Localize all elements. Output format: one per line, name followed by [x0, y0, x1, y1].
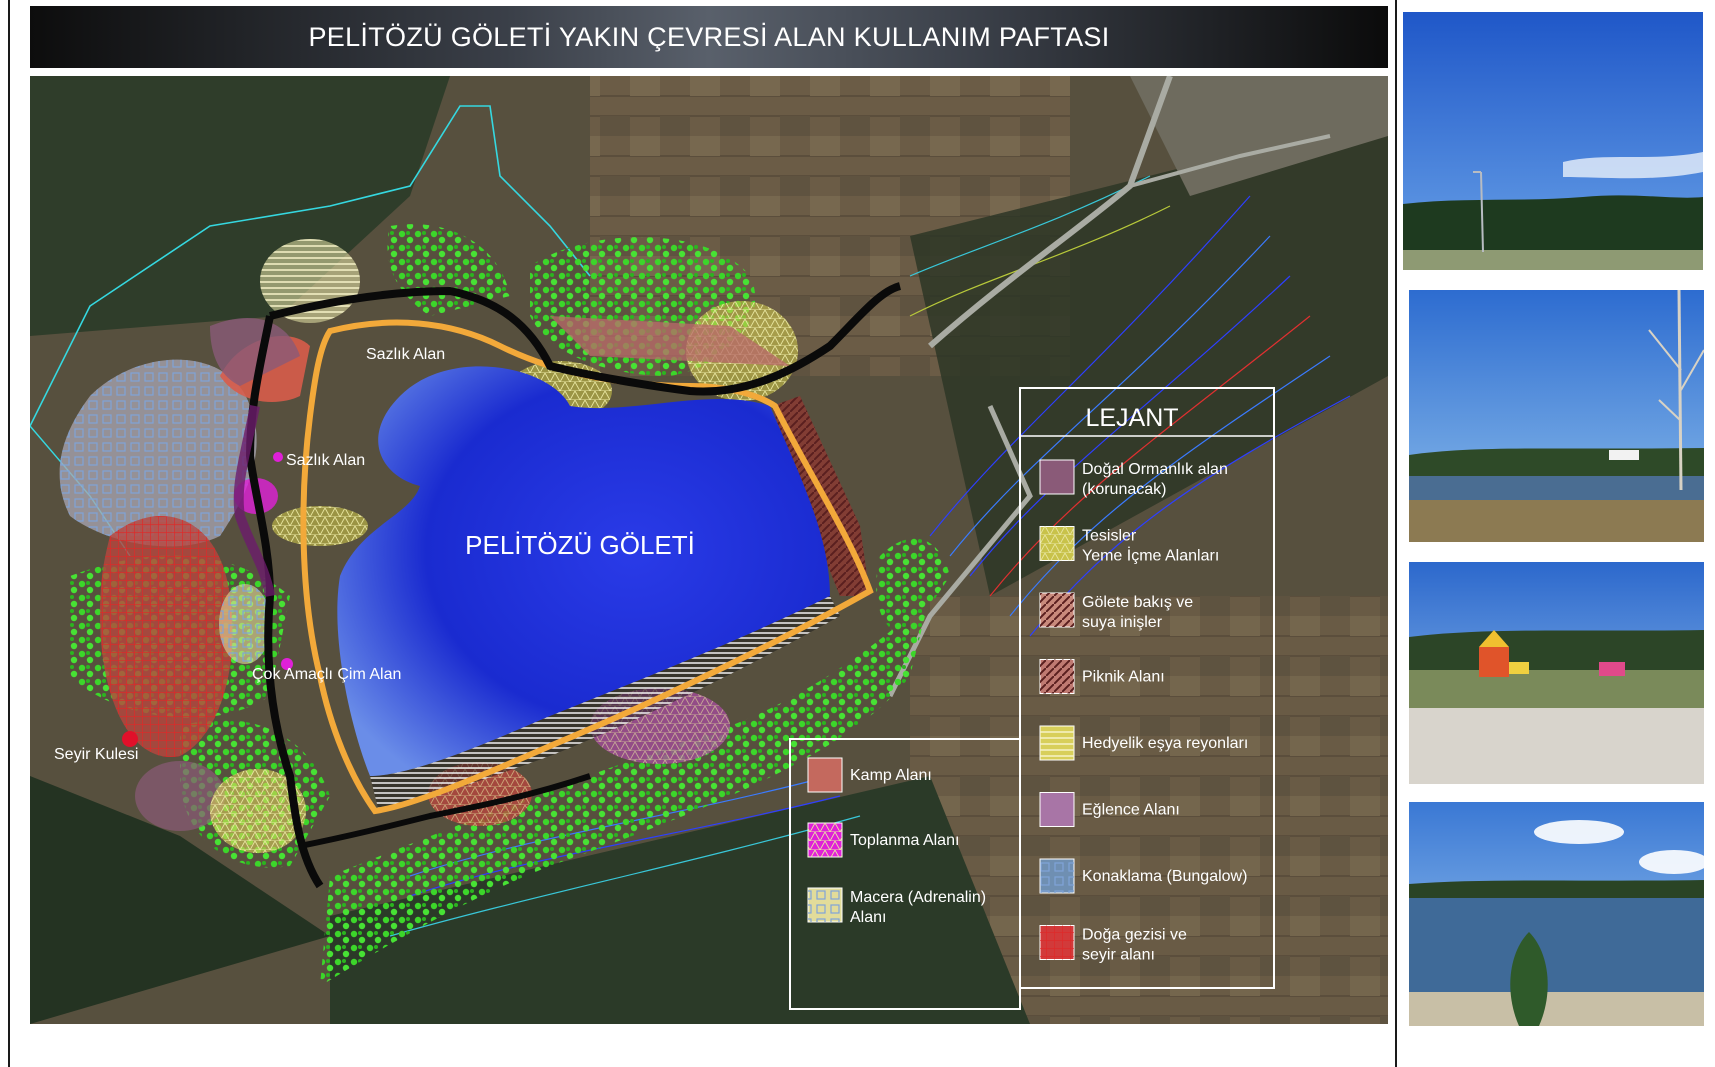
legend-label: Gölete bakış ve — [1082, 594, 1193, 611]
title-bar: PELİTÖZÜ GÖLETİ YAKIN ÇEVRESİ ALAN KULLA… — [30, 6, 1388, 68]
right-legend-item: Gölete bakış ve suya inişler — [1039, 592, 1193, 631]
forest-northwest — [30, 76, 450, 336]
label-sazlik-alan-1: Sazlık Alan — [366, 346, 445, 363]
road-northeast — [1129, 134, 1331, 188]
left-frame-line — [8, 0, 10, 1067]
left-legend-item: Macera (Adrenalin) Alanı — [807, 887, 986, 926]
main-road — [269, 282, 902, 396]
divider-line — [1395, 0, 1397, 1067]
legend-swatch-pattern — [1040, 726, 1074, 760]
legend-label-line2: Yeme İçme Alanları — [1082, 546, 1219, 565]
right-legend-item: Hedyelik eşya reyonları — [1039, 725, 1248, 761]
legend-label: Tesisler — [1082, 528, 1137, 545]
label-seyir-kulesi: Seyir Kulesi — [54, 746, 138, 763]
boundary-line — [30, 105, 591, 427]
forest-southwest — [30, 776, 330, 1024]
photo-forest-sky — [1403, 12, 1703, 270]
legend-label: Kamp Alanı — [850, 767, 932, 784]
lake-label: PELİTÖZÜ GÖLETİ — [465, 530, 695, 560]
legend-label-line2: (korunacak) — [1082, 481, 1166, 498]
legend: LEJANT Doğal Ormanlık alan (korunacak) Tes… — [789, 387, 1275, 1010]
legend-label: Toplanma Alanı — [850, 832, 959, 849]
marker-sazlik — [273, 452, 283, 462]
legend-swatch — [807, 757, 843, 793]
legend-label: Eğlence Alanı — [1082, 802, 1180, 819]
right-legend-item: Doğa gezisi ve seyir alanı — [1039, 925, 1187, 964]
forest-east — [910, 116, 1388, 596]
right-legend-item: Piknik Alanı — [1039, 659, 1165, 694]
legend-label: Doğal Ormanlık alan — [1082, 461, 1228, 478]
lake[interactable] — [337, 366, 830, 776]
legend-swatch-pattern — [1040, 925, 1074, 960]
right-legend-item: Eğlence Alanı — [1039, 792, 1180, 827]
photo-playground — [1409, 562, 1704, 784]
legend-title: LEJANT — [1085, 404, 1178, 432]
legend-swatch — [1039, 792, 1075, 827]
west-road-purple — [233, 405, 275, 597]
legend-label-line2: suya inişler — [1082, 614, 1163, 631]
legend-swatch-pattern — [808, 888, 842, 922]
right-legend-item: Doğal Ormanlık alan (korunacak) — [1039, 459, 1228, 498]
label-cim-alan: Çok Amaçlı Çim Alan — [252, 666, 401, 683]
legend-swatch-pattern — [1040, 593, 1074, 627]
photo-lake-tree — [1409, 290, 1704, 542]
legend-swatch-pattern — [1040, 526, 1074, 561]
legend-swatch-pattern — [1040, 659, 1074, 694]
marker-cim-alan — [281, 658, 293, 670]
legend-label: Konaklama (Bungalow) — [1082, 868, 1247, 885]
photo-lake-shore — [1409, 802, 1704, 1026]
label-sazlik-alan-2: Sazlık Alan — [286, 452, 365, 469]
legend-swatch-pattern — [1040, 859, 1074, 893]
legend-swatch — [1039, 459, 1075, 495]
marker-seyir-kulesi — [122, 731, 138, 747]
land-use-zones — [59, 239, 870, 853]
legend-swatch-pattern — [808, 823, 842, 857]
road-north — [928, 76, 1173, 349]
forest-south — [330, 776, 1030, 1024]
legend-label: Piknik Alanı — [1082, 669, 1165, 686]
south-road — [299, 773, 591, 849]
field-northeast — [1130, 76, 1388, 196]
land-use-map[interactable]: PELİTÖZÜ GÖLETİ Sazlık Alan Sazlık Alan … — [30, 76, 1388, 1024]
legend-label: Hedyelik eşya reyonları — [1082, 735, 1248, 752]
right-legend-item: Konaklama (Bungalow) — [1039, 858, 1247, 894]
south-shore-hatch — [370, 596, 840, 808]
left-legend-item: Kamp Alanı — [807, 757, 932, 793]
left-legend-item: Toplanma Alanı — [807, 822, 959, 858]
legend-label: Doğa gezisi ve — [1082, 927, 1187, 944]
legend-label-line2: Alanı — [850, 909, 886, 926]
legend-label: Macera (Adrenalin) — [850, 889, 986, 906]
legend-label-line2: seyir alanı — [1082, 947, 1155, 964]
page-title: PELİTÖZÜ GÖLETİ YAKIN ÇEVRESİ ALAN KULLA… — [308, 21, 1110, 52]
